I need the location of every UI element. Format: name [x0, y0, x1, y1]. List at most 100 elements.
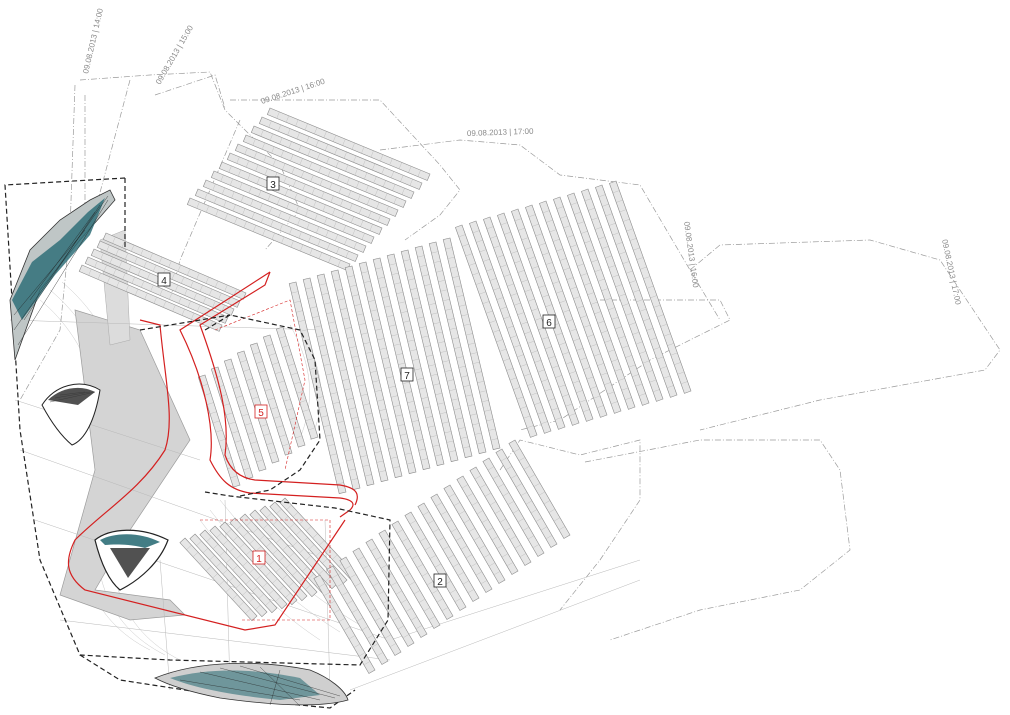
solar-module-divider	[326, 157, 330, 164]
solar-module-divider	[392, 616, 400, 621]
solar-module-divider	[258, 190, 262, 197]
solar-module-divider	[594, 311, 601, 315]
solar-module-divider	[295, 310, 303, 313]
solar-module-divider	[597, 363, 605, 366]
solar-module-divider	[553, 517, 561, 522]
solar-module-divider	[265, 600, 271, 606]
solar-module-divider	[212, 573, 218, 579]
solar-panel-row	[194, 188, 359, 262]
solar-module-divider	[314, 386, 322, 389]
solar-module-divider	[282, 545, 288, 551]
solar-module-divider	[502, 492, 510, 497]
solar-module-divider	[461, 314, 469, 317]
solar-module-divider	[259, 370, 266, 373]
solar-module-divider	[509, 377, 517, 381]
solar-module-divider	[248, 186, 252, 194]
solar-module-divider	[622, 219, 630, 222]
solar-module-divider	[321, 191, 325, 199]
solar-module-divider	[494, 510, 502, 514]
solar-module-divider	[372, 380, 380, 383]
solar-module-divider	[458, 510, 466, 515]
solar-module-divider	[287, 214, 291, 222]
solar-module-divider	[330, 453, 337, 456]
solar-module-divider	[238, 572, 245, 578]
solar-module-divider	[488, 562, 496, 567]
solar-module-divider	[349, 346, 357, 349]
solar-module-divider	[365, 290, 373, 293]
solar-module-divider	[317, 153, 321, 160]
solar-module-divider	[265, 571, 271, 577]
solar-module-divider	[523, 465, 531, 470]
solar-module-divider	[462, 446, 470, 449]
solar-module-divider	[245, 608, 251, 614]
solar-module-divider	[584, 282, 591, 286]
solar-module-divider	[304, 123, 308, 131]
solar-module-divider	[303, 196, 307, 204]
solar-module-divider	[411, 420, 419, 423]
solar-module-divider	[472, 230, 480, 234]
solar-module-divider	[598, 278, 605, 282]
solar-module-divider	[418, 598, 426, 603]
solar-module-divider	[253, 225, 257, 232]
solar-module-divider	[191, 312, 195, 320]
solar-module-divider	[389, 643, 397, 648]
solar-module-divider	[517, 354, 524, 358]
solar-module-divider	[351, 609, 359, 613]
solar-module-divider	[628, 364, 636, 368]
solar-module-divider	[322, 558, 328, 564]
solar-module-divider	[346, 177, 350, 185]
solar-module-divider	[517, 518, 525, 523]
solar-module-divider	[518, 227, 525, 231]
solar-module-divider	[458, 427, 466, 430]
solar-module-divider	[421, 572, 429, 577]
solar-module-divider	[323, 592, 331, 596]
solar-module-divider	[520, 492, 528, 496]
solar-module-divider	[562, 309, 570, 313]
solar-module-divider	[351, 142, 355, 150]
solar-module-divider	[475, 571, 483, 576]
solar-module-divider	[467, 589, 475, 594]
solar-module-divider	[222, 403, 230, 406]
solar-module-divider	[583, 324, 591, 328]
solar-module-divider	[566, 319, 573, 323]
solar-module-divider	[577, 221, 585, 225]
solar-module-divider	[216, 532, 222, 538]
solar-module-divider	[328, 382, 336, 385]
solar-module-divider	[282, 443, 290, 447]
solar-module-divider	[276, 425, 284, 428]
solar-module-divider	[278, 124, 281, 132]
solar-module-divider	[486, 226, 494, 230]
solar-module-divider	[252, 586, 258, 592]
solar-module-divider	[353, 643, 361, 648]
solar-module-divider	[506, 368, 514, 371]
solar-module-divider	[510, 293, 518, 296]
solar-module-divider	[262, 142, 265, 150]
solar-module-divider	[438, 280, 446, 282]
solar-module-divider	[556, 206, 564, 210]
solar-module-divider	[525, 500, 533, 505]
solar-module-divider	[295, 530, 302, 536]
solar-module-divider	[222, 187, 225, 195]
solar-module-divider	[534, 360, 542, 363]
solar-module-divider	[528, 298, 535, 302]
solar-module-divider	[430, 373, 438, 376]
solar-module-divider	[421, 397, 429, 399]
solar-module-divider	[253, 450, 261, 453]
solar-module-divider	[215, 562, 222, 568]
solar-module-divider	[153, 264, 157, 272]
solar-module-divider	[430, 435, 438, 438]
solar-module-divider	[376, 460, 384, 463]
solar-module-divider	[338, 618, 346, 622]
solar-module-divider	[334, 148, 338, 155]
solar-module-divider	[407, 339, 415, 342]
solar-module-divider	[360, 393, 368, 396]
solar-module-divider	[426, 581, 434, 586]
solar-module-divider	[279, 336, 286, 339]
solar-module-divider	[372, 319, 380, 322]
solar-module-divider	[674, 362, 681, 365]
solar-module-divider	[457, 571, 465, 576]
solar-module-divider	[330, 195, 334, 203]
solar-panel-row	[259, 505, 338, 590]
solar-module-divider	[524, 247, 532, 250]
solar-module-divider	[447, 318, 455, 321]
